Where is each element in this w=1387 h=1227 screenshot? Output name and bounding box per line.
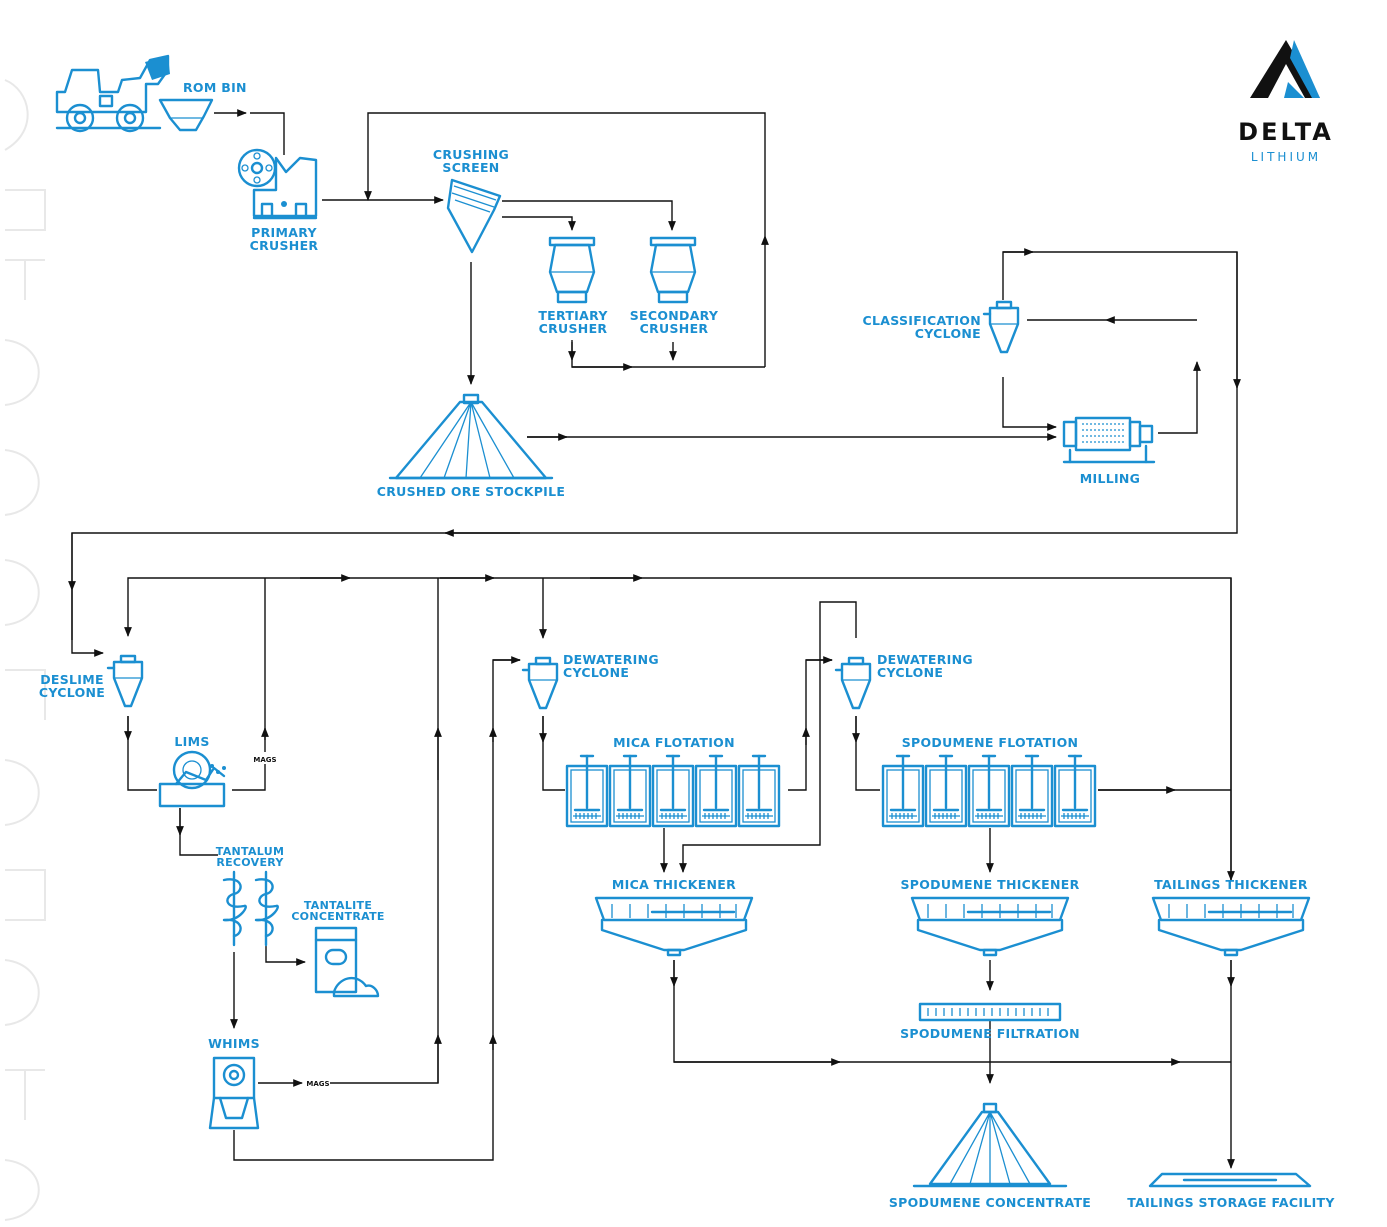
lims-icon xyxy=(158,750,226,808)
label-crushing-screen-2: SCREEN xyxy=(442,160,499,175)
flow-lines xyxy=(68,109,1241,1169)
dewatering-cyclone-2-icon xyxy=(834,656,872,710)
crushing-screen-icon xyxy=(446,178,502,254)
label-tailings-thickener: TAILINGS THICKENER xyxy=(1154,877,1308,892)
label-whims: WHIMS xyxy=(208,1036,260,1051)
label-mags-2: MAGS xyxy=(306,1080,329,1088)
label-mags-1: MAGS xyxy=(253,756,276,764)
label-dewatering-cyclone-1b: CYCLONE xyxy=(563,665,629,680)
secondary-crusher-icon xyxy=(649,236,697,304)
primary-crusher-icon xyxy=(237,148,318,220)
label-tantalum-recovery-1: TANTALUM xyxy=(216,845,284,858)
label-primary-crusher-2: CRUSHER xyxy=(250,238,319,253)
crushed-ore-stockpile-icon xyxy=(388,393,554,480)
logo-sub: LITHIUM xyxy=(1251,150,1321,164)
tertiary-crusher-icon xyxy=(548,236,596,304)
label-crushing-screen-1: CRUSHING xyxy=(433,147,509,162)
label-secondary-crusher-2: CRUSHER xyxy=(640,321,709,336)
label-spodumene-flotation: SPODUMENE FLOTATION xyxy=(902,735,1079,750)
label-deslime-cyclone-1: DESLIME xyxy=(40,672,104,687)
deslime-cyclone-icon xyxy=(106,654,144,708)
label-deslime-cyclone-2: CYCLONE xyxy=(39,685,105,700)
mica-flotation-icon xyxy=(565,754,781,828)
label-classification-cyclone-1: CLASSIFICATION xyxy=(863,313,981,328)
label-mica-thickener: MICA THICKENER xyxy=(612,877,736,892)
label-tantalite-concentrate-2: CONCENTRATE xyxy=(291,910,384,923)
spodumene-filtration-icon xyxy=(918,1002,1062,1022)
label-tertiary-crusher-2: CRUSHER xyxy=(539,321,608,336)
whims-icon xyxy=(208,1056,260,1130)
label-spodumene-concentrate: SPODUMENE CONCENTRATE xyxy=(889,1195,1091,1210)
label-tailings-storage-facility: TAILINGS STORAGE FACILITY xyxy=(1127,1195,1335,1210)
mica-thickener-icon xyxy=(594,896,754,957)
label-spodumene-filtration: SPODUMENE FILTRATION xyxy=(900,1026,1080,1041)
classification-cyclone-icon xyxy=(982,300,1020,354)
labels: ROM BIN PRIMARY CRUSHER CRUSHING SCREEN … xyxy=(39,80,1335,1210)
label-secondary-crusher-1: SECONDARY xyxy=(630,308,719,323)
label-rom-bin: ROM BIN xyxy=(183,80,247,95)
label-primary-crusher-1: PRIMARY xyxy=(251,225,317,240)
label-dewatering-cyclone-2b: CYCLONE xyxy=(877,665,943,680)
tantalum-recovery-icon xyxy=(222,870,279,947)
label-mica-flotation: MICA FLOTATION xyxy=(613,735,735,750)
label-tantalum-recovery-2: RECOVERY xyxy=(216,856,284,869)
label-crushed-ore-stockpile: CRUSHED ORE STOCKPILE xyxy=(377,484,565,499)
spodumene-concentrate-icon xyxy=(912,1102,1068,1188)
label-milling: MILLING xyxy=(1080,471,1141,486)
label-dewatering-cyclone-1a: DEWATERING xyxy=(563,652,659,667)
label-dewatering-cyclone-2a: DEWATERING xyxy=(877,652,973,667)
spodumene-thickener-icon xyxy=(910,896,1070,957)
label-tantalite-concentrate-1: TANTALITE xyxy=(304,899,372,912)
spodumene-flotation-icon xyxy=(881,754,1097,828)
label-tertiary-crusher-1: TERTIARY xyxy=(538,308,608,323)
watermark-left xyxy=(4,79,46,1221)
label-lims: LIMS xyxy=(174,734,209,749)
dewatering-cyclone-1-icon xyxy=(521,656,559,710)
milling-icon xyxy=(1062,416,1156,464)
label-classification-cyclone-2: CYCLONE xyxy=(915,326,981,341)
loader-icon xyxy=(55,54,170,133)
label-spodumene-thickener: SPODUMENE THICKENER xyxy=(900,877,1079,892)
logo-name: DELTA xyxy=(1238,118,1334,146)
tantalite-concentrate-icon xyxy=(314,926,380,998)
delta-lithium-logo: DELTA LITHIUM xyxy=(1238,40,1334,164)
rom-bin-icon xyxy=(158,98,214,132)
tailings-thickener-icon xyxy=(1151,896,1311,957)
tailings-storage-facility-icon xyxy=(1148,1172,1312,1188)
